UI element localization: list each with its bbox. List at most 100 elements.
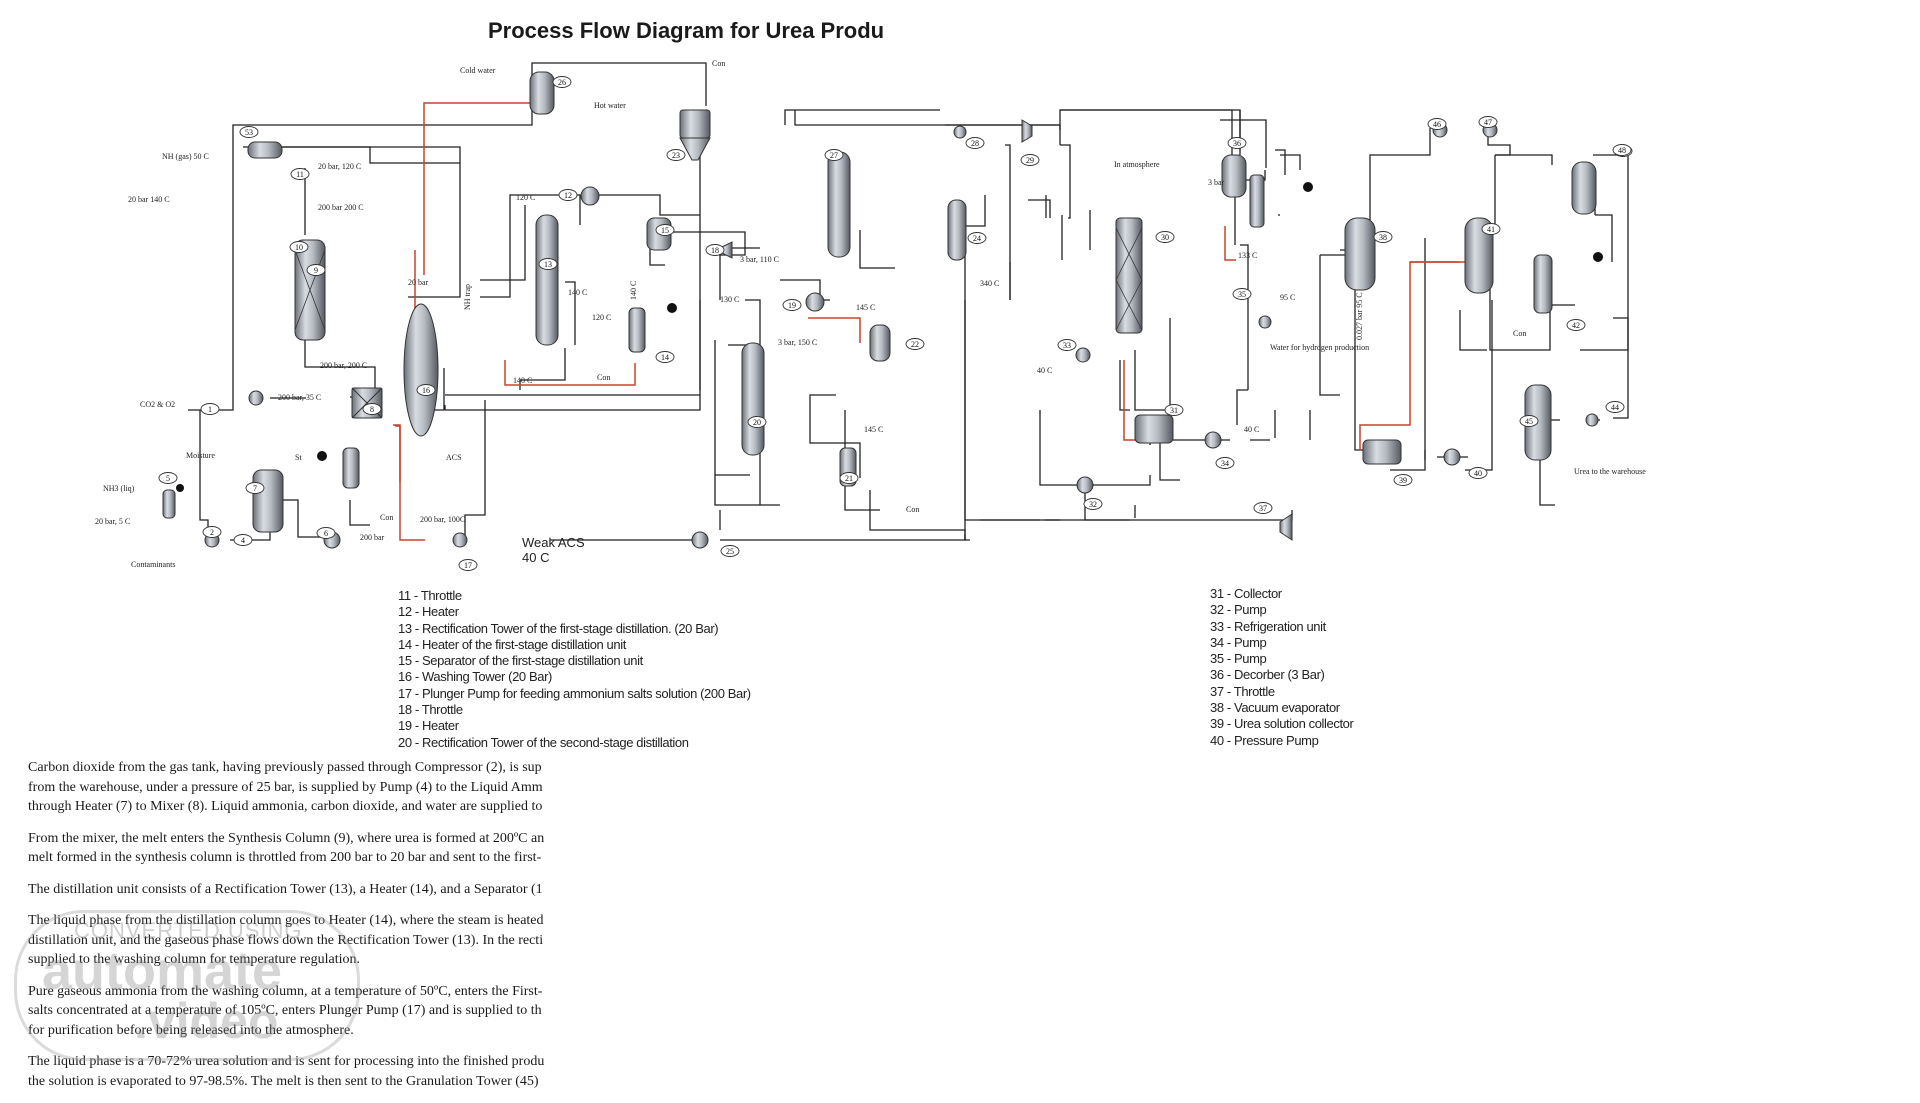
- column-27: [827, 151, 851, 258]
- legend-item: 18 - Throttle: [398, 702, 463, 718]
- heat-exchanger-14: [628, 307, 646, 353]
- evaporator-38: [1344, 217, 1376, 291]
- equipment-tag-bubble: [824, 149, 844, 161]
- valve-17: [452, 532, 468, 548]
- paragraph-line: from the warehouse, under a pressure of …: [28, 779, 543, 795]
- label-140c-a: 140 C: [568, 288, 587, 297]
- equipment-tag-bubble: [1468, 467, 1488, 479]
- legend-item: 11 - Throttle: [398, 588, 462, 603]
- pump-40: [1443, 448, 1461, 466]
- valve-37: [1258, 315, 1272, 329]
- equipment-tag-bubble: [967, 232, 987, 244]
- equipment-tag-number: 24: [973, 234, 981, 243]
- dot-black-4: [1593, 252, 1603, 262]
- equipment-tag-bubble: [558, 189, 578, 201]
- equipment-tag-number: 45: [1525, 417, 1533, 426]
- legend-item: 32 - Pump: [1210, 602, 1267, 618]
- label-con-c: Con: [906, 505, 919, 514]
- paragraph-line: The liquid phase is a 70-72% urea soluti…: [28, 1054, 545, 1069]
- equipment-tag-number: 19: [788, 301, 796, 310]
- equipment-tag-number: 37: [1259, 504, 1267, 513]
- equipment-tag-number: 27: [830, 151, 838, 160]
- washing-tower: [403, 303, 439, 437]
- label-3bar-150: 3 bar, 150 C: [778, 338, 817, 347]
- pump-33: [1075, 347, 1091, 363]
- dot-black-5: [176, 484, 184, 492]
- equipment-tag-bubble: [239, 126, 259, 138]
- equipment-tag-bubble: [1227, 137, 1247, 149]
- label-acs: ACS: [446, 453, 462, 462]
- separator-22: [869, 324, 891, 362]
- equipment-tag-number: 38: [1379, 233, 1387, 242]
- equipment-tag-bubble: [1164, 404, 1184, 416]
- label-120c: 120 C: [516, 193, 535, 202]
- equipment-tag-bubble: [306, 264, 326, 276]
- process-flow-diagram: 1245678910111213141516171819202122232425…: [95, 59, 1646, 571]
- legend-item: 12 - Heater: [398, 604, 459, 620]
- label-200bar-100: 200 bar, 100C: [420, 515, 465, 524]
- dot-black-3: [1303, 182, 1313, 192]
- equipment-tags: 1245678910111213141516171819202122232425…: [158, 76, 1633, 571]
- equipment-tag-bubble: [538, 258, 558, 270]
- label-200bar-35: 200 bar, 35 C: [278, 393, 321, 402]
- label-contaminants: Contaminants: [131, 560, 175, 569]
- collector-31: [1134, 414, 1174, 444]
- equipment-tag-bubble: [1605, 401, 1625, 413]
- equipment-tag-bubble: [245, 482, 265, 494]
- rectification-tower-20: [741, 342, 765, 456]
- equipment-tag-number: 16: [422, 386, 430, 395]
- label-145c-a: 145 C: [856, 303, 875, 312]
- description-paragraph: Pure gaseous ammonia from the washing co…: [28, 982, 620, 1041]
- equipment-tag-bubble: [1478, 116, 1498, 128]
- equipment-tag-bubble: [655, 224, 675, 236]
- legend-item: 36 - Decorber (3 Bar): [1210, 667, 1325, 683]
- equipment-tag-bubble: [1373, 231, 1393, 243]
- equipment-tag-number: 47: [1484, 118, 1492, 127]
- equipment-tag-number: 21: [845, 474, 853, 483]
- equipment-tag-bubble: [458, 559, 478, 571]
- legend-item: 39 - Urea solution collector: [1210, 716, 1354, 732]
- equipment-tag-number: 14: [661, 353, 669, 362]
- pump-34: [1204, 431, 1222, 449]
- label-200bar-200b: 200 bar, 200 C: [320, 361, 367, 370]
- equipment-tag-bubble: [965, 137, 985, 149]
- equipment-tag-number: 26: [558, 78, 566, 87]
- equipment-tag-number: 2: [210, 528, 214, 537]
- paragraph-line: for purification before being released i…: [28, 1022, 354, 1038]
- legend-item: 35 - Pump: [1210, 651, 1267, 667]
- legend-item: 37 - Throttle: [1210, 683, 1275, 699]
- equipment-tag-bubble: [316, 527, 336, 539]
- equipment-tag-bubble: [1232, 288, 1252, 300]
- equipment-tag-number: 33: [1063, 341, 1071, 350]
- equipment-tag-bubble: [1519, 415, 1539, 427]
- equipment-tag-bubble: [1481, 223, 1501, 235]
- paragraph-line: supplied to the washing column for tempe…: [28, 952, 361, 967]
- equipment-tag-number: 11: [296, 170, 304, 179]
- label-133c: 133 C: [1238, 251, 1257, 260]
- equipment-tag-number: 9: [314, 266, 318, 275]
- decorber-36: [1221, 154, 1247, 198]
- equipment-tag-number: 5: [166, 474, 170, 483]
- equipment-tag-bubble: [362, 403, 382, 415]
- vessel-43: [1571, 161, 1597, 215]
- pump-25: [691, 531, 709, 549]
- equipment-tag-bubble: [1057, 339, 1077, 351]
- heat-exchanger-42: [1533, 254, 1553, 314]
- heat-exchanger-5: [162, 489, 176, 519]
- equipment-tag-number: 44: [1611, 403, 1619, 412]
- equipment-tag-bubble: [747, 416, 767, 428]
- equipment-tag-bubble: [720, 545, 740, 557]
- label-con-d: Con: [1513, 329, 1526, 338]
- equipment-tag-number: 15: [661, 226, 669, 235]
- equipment-tag-bubble: [1253, 502, 1273, 514]
- equipment-tag-number: 34: [1221, 459, 1229, 468]
- label-con-b: Con: [597, 373, 610, 382]
- separator-53: [247, 141, 283, 159]
- paragraph-line: From the mixer, the melt enters the Synt…: [28, 830, 545, 846]
- equipment-tag-bubble: [1393, 474, 1413, 486]
- equipment-tag-number: 8: [370, 405, 374, 414]
- equipment-tag-number: 13: [544, 260, 552, 269]
- equipment-tag-number: 48: [1618, 146, 1626, 155]
- equipment-tag-number: 23: [672, 151, 680, 160]
- equipment-tag-bubble: [1020, 154, 1040, 166]
